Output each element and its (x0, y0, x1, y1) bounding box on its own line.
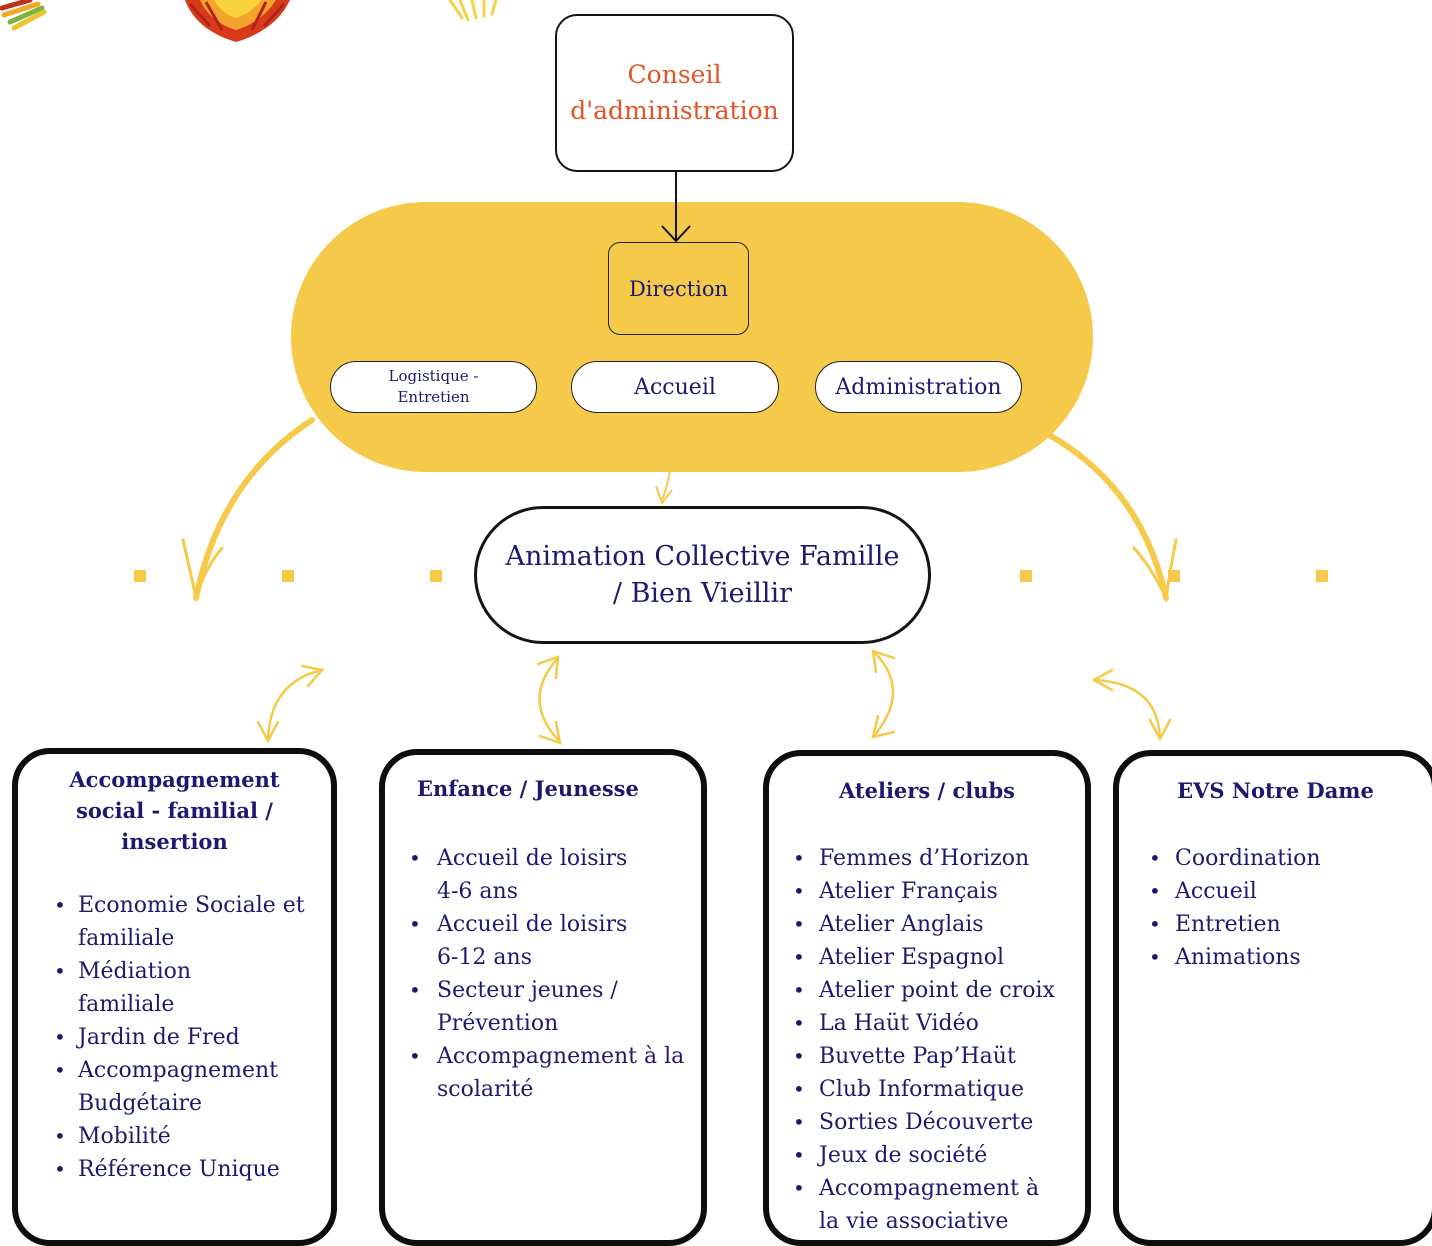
pole-list-item: Accueil de loisirs 4-6 ans (385, 842, 701, 908)
pole-list-item: Accueil (1119, 875, 1432, 908)
pole-list-item: Accompagnement Budgétaire (18, 1054, 331, 1120)
board-central-arrowhead (655, 485, 673, 506)
pole-list-item: Accompagnement à la vie associative (769, 1172, 1085, 1238)
central-label-line1: Animation Collective Famille (505, 541, 900, 572)
right-curved-arrowhead (1132, 538, 1178, 604)
right-curved-arrow (1033, 425, 1169, 601)
logistique-node: Logistique - Entretien (330, 361, 537, 413)
pole-list-item: Club Informatique (769, 1073, 1085, 1106)
left-curved-arrowhead (181, 538, 224, 599)
pole-list-item: Accueil de loisirs 6-12 ans (385, 908, 701, 974)
pole-list-item: Atelier Français (769, 875, 1085, 908)
pole-list: Accueil de loisirs 4-6 ans Accueil de lo… (385, 842, 701, 1106)
pole-card-evs: EVS Notre Dame Coordination Accueil Entr… (1113, 750, 1432, 1246)
logistique-label: Logistique - Entretien (388, 367, 479, 406)
accueil-node: Accueil (571, 361, 779, 413)
pole-card-accompagnement: Accompagnement social - familial / inser… (12, 748, 337, 1246)
double-arrow-4 (1091, 668, 1172, 742)
pole-list-item: Buvette Pap’Haüt (769, 1040, 1085, 1073)
decorative-dot (1020, 570, 1032, 582)
pole-title: EVS Notre Dame (1177, 778, 1374, 803)
decorative-dot (1316, 570, 1328, 582)
central-label-line2: / Bien Vieillir (612, 578, 793, 609)
pole-list-item: Entretien (1119, 908, 1432, 941)
direction-node: Direction (608, 242, 749, 335)
double-arrow-1 (256, 664, 325, 744)
pole-card-ateliers: Ateliers / clubs Femmes d’Horizon Atelie… (763, 750, 1091, 1246)
pole-list-item: Jeux de société (769, 1139, 1085, 1172)
administration-label: Administration (835, 374, 1002, 400)
pole-list-item: Secteur jeunes / Prévention (385, 974, 701, 1040)
decorative-dot (430, 570, 442, 582)
pole-list-item: La Haüt Vidéo (769, 1007, 1085, 1040)
pole-list-item: Jardin de Fred (18, 1021, 331, 1054)
pole-list: Coordination Accueil Entretien Animation… (1119, 842, 1432, 974)
conseil-node: Conseil d'administration (555, 14, 794, 172)
pole-list-item: Atelier point de croix (769, 974, 1085, 1007)
pole-list-item: Mobilité (18, 1120, 331, 1153)
board-central-arrow (661, 429, 672, 501)
direction-label: Direction (628, 276, 729, 301)
pole-list-item: Sorties Découverte (769, 1106, 1085, 1139)
pole-list-item: Référence Unique (18, 1153, 331, 1186)
double-arrow-2 (536, 655, 562, 745)
pole-title: Accompagnement social - familial / inser… (69, 767, 280, 854)
pole-list-item: Coordination (1119, 842, 1432, 875)
central-node: Animation Collective Famille / Bien Viei… (474, 506, 931, 644)
pole-list: Femmes d’Horizon Atelier Français Atelie… (769, 842, 1085, 1238)
pole-list-item: Accompagnement à la scolarité (385, 1040, 701, 1106)
conseil-label: Conseil d'administration (570, 60, 779, 125)
pole-title: Ateliers / clubs (838, 778, 1016, 803)
pole-title: Enfance / Jeunesse (417, 776, 639, 801)
accueil-label: Accueil (634, 374, 716, 400)
pole-list-item: Atelier Espagnol (769, 941, 1085, 974)
administration-node: Administration (815, 361, 1022, 413)
conseil-direction-arrowhead (661, 225, 691, 243)
decorative-flower-image (0, 0, 498, 42)
pole-card-enfance: Enfance / Jeunesse Accueil de loisirs 4-… (379, 749, 707, 1246)
decorative-dot (134, 570, 146, 582)
pole-list-item: Femmes d’Horizon (769, 842, 1085, 875)
pole-list-item: Economie Sociale et familiale (18, 889, 331, 955)
pole-list-item: Atelier Anglais (769, 908, 1085, 941)
decorative-dot (1168, 570, 1180, 582)
double-arrow-3 (871, 649, 896, 739)
decorative-dot (282, 570, 294, 582)
pole-list: Economie Sociale et familiale Médiation … (18, 889, 331, 1186)
central-label: Animation Collective Famille / Bien Viei… (505, 538, 899, 612)
left-curved-arrow (193, 417, 315, 601)
pole-list-item: Médiation familiale (18, 955, 331, 1021)
pole-list-item: Animations (1119, 941, 1432, 974)
